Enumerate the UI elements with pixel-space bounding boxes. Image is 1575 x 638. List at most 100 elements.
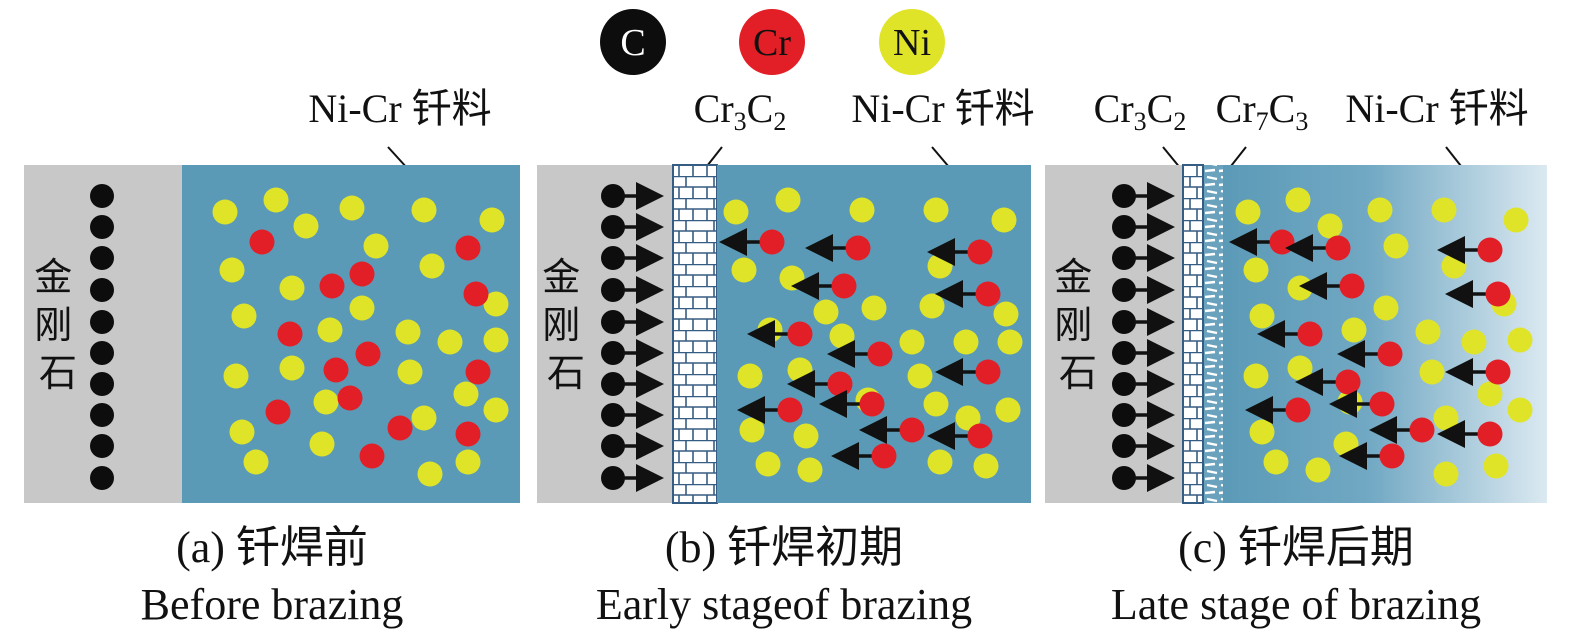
carbon-atom	[601, 278, 625, 302]
nickel-atom	[455, 449, 481, 475]
carbon-atom	[1112, 215, 1136, 239]
chromium-atom	[1335, 369, 1361, 395]
chromium-atom	[1369, 391, 1395, 417]
panel-c-diamond-char-3: 石	[1059, 353, 1097, 395]
carbon-atom	[1112, 466, 1136, 490]
panel-a-diamond-char-3: 石	[39, 353, 77, 395]
legend-item-carbon: C	[600, 9, 666, 75]
nickel-atom	[229, 419, 255, 445]
legend-item-chromium: Cr	[739, 9, 805, 75]
panel-a-caption-cn: (a) 钎焊前	[176, 523, 368, 572]
chromium-atom	[465, 359, 491, 385]
chromium-atom	[1379, 443, 1405, 469]
nickel-atom	[1305, 457, 1331, 483]
nickel-legend-label: Ni	[893, 22, 931, 64]
nickel-atom	[997, 329, 1023, 355]
nickel-atom	[973, 453, 999, 479]
panel-c-caption-en: Late stage of brazing	[1111, 580, 1481, 629]
chromium-atom	[355, 341, 381, 367]
chromium-atom	[787, 321, 813, 347]
panel-b-filler-label: Ni-Cr 钎料	[851, 86, 1034, 131]
chromium-atom	[1285, 397, 1311, 423]
panel-c-cr7c3-label: Cr7C3	[1216, 86, 1309, 136]
nickel-atom	[797, 457, 823, 483]
nickel-atom	[279, 355, 305, 381]
panel-c-diamond-label: 金 刚 石	[1054, 257, 1102, 395]
carbon-atom	[90, 434, 114, 458]
nickel-atom	[923, 391, 949, 417]
nickel-atom	[417, 461, 443, 487]
chromium-atom	[867, 341, 893, 367]
nickel-atom	[927, 449, 953, 475]
chromium-atom	[1325, 235, 1351, 261]
panel-c-filler-label: Ni-Cr 钎料	[1345, 86, 1528, 131]
chromium-atom	[1485, 281, 1511, 307]
nickel-atom	[1383, 233, 1409, 259]
panel-c-cr7c3-layer	[1201, 165, 1223, 503]
chromium-atom	[455, 421, 481, 447]
nickel-atom	[861, 295, 887, 321]
nickel-atom	[1431, 197, 1457, 223]
carbon-atom	[601, 246, 625, 270]
nickel-atom	[437, 329, 463, 355]
chromium-atom	[1377, 341, 1403, 367]
nickel-atom	[923, 197, 949, 223]
nickel-atom	[212, 199, 238, 225]
panel-c-carbon-atoms	[1112, 182, 1175, 492]
carbon-atom	[1112, 372, 1136, 396]
panel-b-filler-atoms	[719, 187, 1023, 483]
nickel-atom	[1419, 359, 1445, 385]
nickel-atom	[849, 197, 875, 223]
nickel-atom	[737, 363, 763, 389]
nickel-atom	[483, 397, 509, 423]
nickel-atom	[993, 301, 1019, 327]
carbon-atom	[1112, 278, 1136, 302]
chromium-atom	[1409, 417, 1435, 443]
panel-b-cr3c2-layer	[672, 164, 718, 504]
chromium-atom	[359, 443, 385, 469]
carbon-atom	[601, 403, 625, 427]
chromium-atom	[975, 359, 1001, 385]
nickel-atom	[317, 317, 343, 343]
nickel-atom	[793, 423, 819, 449]
chromium-atom	[871, 443, 897, 469]
nickel-atom	[995, 397, 1021, 423]
carbon-atom	[1112, 434, 1136, 458]
nickel-legend-circle	[879, 9, 945, 75]
nickel-atom	[723, 199, 749, 225]
panel-a: Ni-Cr 钎料 金 刚 石	[24, 86, 520, 503]
nickel-atom	[1317, 213, 1343, 239]
carbon-atom	[90, 341, 114, 365]
nickel-atom	[899, 329, 925, 355]
carbon-atom	[601, 215, 625, 239]
legend-item-nickel: Ni	[879, 9, 945, 75]
carbon-atom	[90, 215, 114, 239]
chromium-atom	[1485, 359, 1511, 385]
chromium-atom	[319, 273, 345, 299]
carbon-atom	[601, 372, 625, 396]
nickel-atom	[1249, 303, 1275, 329]
nickel-atom	[1341, 317, 1367, 343]
panel-c-filler-atoms	[1229, 187, 1533, 487]
nickel-atom	[411, 405, 437, 431]
nickel-atom	[1477, 381, 1503, 407]
carbon-atom	[1112, 310, 1136, 334]
chromium-atom	[967, 423, 993, 449]
nickel-atom	[263, 187, 289, 213]
nickel-atom	[1249, 419, 1275, 445]
nickel-atom	[907, 363, 933, 389]
nickel-atom	[1235, 199, 1261, 225]
panel-c: Cr3C2 Cr7C3 Ni-Cr 钎料 金 刚 石	[1045, 86, 1547, 504]
panel-a-filler-label: Ni-Cr 钎料	[308, 86, 491, 131]
nickel-atom	[349, 295, 375, 321]
nickel-atom	[953, 329, 979, 355]
nickel-atom	[1367, 197, 1393, 223]
nickel-atom	[1243, 257, 1269, 283]
nickel-atom	[293, 213, 319, 239]
nickel-atom	[991, 207, 1017, 233]
panel-b-cr3c2-label: Cr3C2	[694, 86, 787, 136]
panel-b-diamond-label: 金 刚 石	[542, 257, 590, 395]
carbon-atom	[90, 372, 114, 396]
carbon-atom	[1112, 184, 1136, 208]
